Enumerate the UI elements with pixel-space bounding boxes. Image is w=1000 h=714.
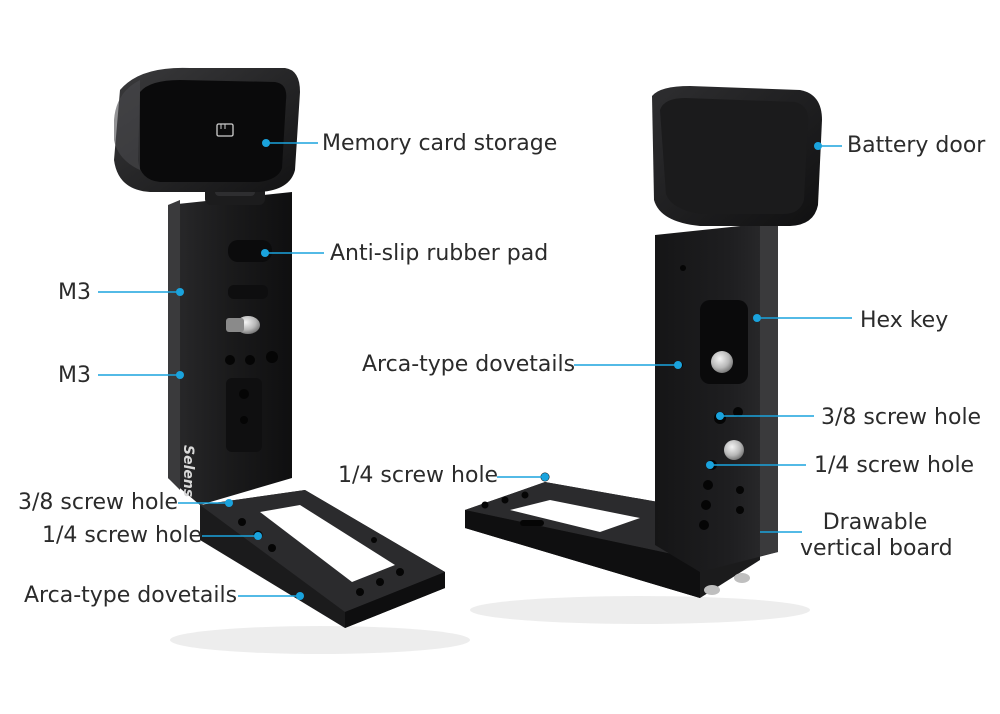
sd-card-icon: [216, 123, 234, 137]
label-anti-slip-rubber-pad: Anti-slip rubber pad: [330, 241, 549, 266]
label-drawable-vertical-board: Drawable vertical board: [800, 510, 953, 562]
label-right-arca-dovetails: Arca-type dovetails: [362, 352, 576, 377]
right-plate-cutout: [510, 500, 640, 532]
label-left-38-screw-hole: 3/8 screw hole: [18, 490, 179, 515]
brand-logo: Selens: [180, 445, 196, 497]
label-right-38-screw-hole: 3/8 screw hole: [821, 405, 982, 430]
label-right-14-screw-hole: 1/4 screw hole: [814, 453, 975, 478]
callout-leaders: [98, 139, 852, 600]
left-plate-cutout: [260, 505, 395, 582]
label-battery-door: Battery door: [847, 133, 986, 158]
label-left-14-screw-hole: 1/4 screw hole: [42, 523, 203, 548]
right-bracket: [465, 86, 822, 624]
label-memory-card-storage: Memory card storage: [322, 131, 558, 156]
label-left-arca-dovetails: Arca-type dovetails: [24, 583, 238, 608]
label-hex-key: Hex key: [860, 308, 949, 333]
left-bracket: Selens: [114, 67, 470, 654]
label-base-14-screw-hole: 1/4 screw hole: [338, 463, 499, 488]
label-m3-lower: M3: [58, 363, 91, 388]
label-drawable-line1: Drawable: [822, 510, 928, 535]
label-drawable-line2: vertical board: [800, 536, 953, 561]
label-m3-upper: M3: [58, 280, 91, 305]
